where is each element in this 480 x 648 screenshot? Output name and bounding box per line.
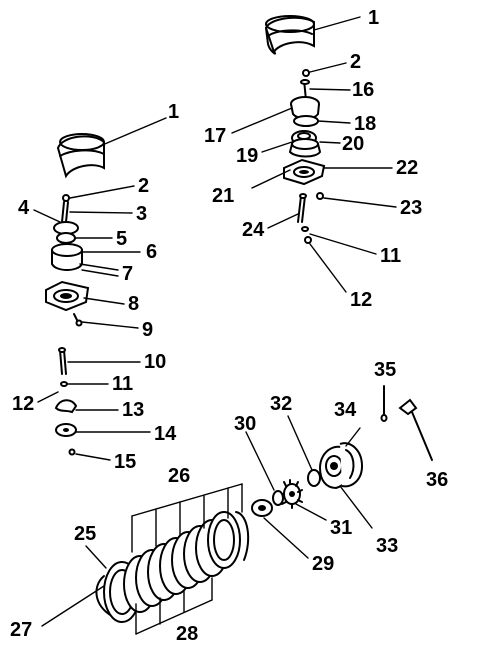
callout-22: 22 bbox=[396, 157, 418, 179]
callout-6: 6 bbox=[146, 241, 157, 263]
callout-8: 8 bbox=[128, 293, 139, 315]
ball-part-12-right bbox=[304, 236, 312, 244]
clutch-discs bbox=[123, 511, 250, 613]
lower-right-assembly bbox=[245, 385, 433, 559]
callout-10: 10 bbox=[144, 351, 166, 373]
callout-2-left: 2 bbox=[138, 175, 149, 197]
callout-20: 20 bbox=[342, 133, 364, 155]
callout-7: 7 bbox=[122, 263, 133, 285]
gear-part-31 bbox=[279, 479, 303, 509]
callout-31: 31 bbox=[330, 517, 352, 539]
callout-labels: 1 2 16 17 18 19 20 21 22 23 24 11 12 1 2… bbox=[10, 7, 448, 645]
callout-2-right: 2 bbox=[350, 51, 361, 73]
callout-23: 23 bbox=[400, 197, 422, 219]
callout-24: 24 bbox=[242, 219, 265, 241]
washer-part-14 bbox=[55, 423, 77, 437]
cap-part-6 bbox=[51, 243, 83, 271]
upper-right-assembly bbox=[231, 15, 397, 293]
washer-part-5 bbox=[53, 221, 79, 244]
callout-36: 36 bbox=[426, 469, 448, 491]
ball-part-15 bbox=[68, 448, 76, 456]
callout-29: 29 bbox=[312, 553, 334, 575]
flange-part-22 bbox=[283, 158, 326, 186]
callout-19: 19 bbox=[236, 145, 258, 167]
seal-part-32 bbox=[307, 469, 321, 487]
bracket-part-28 bbox=[135, 577, 213, 635]
callout-33: 33 bbox=[376, 535, 398, 557]
ring-part-11-right bbox=[301, 226, 309, 232]
snap-ring-part-27 bbox=[95, 575, 113, 617]
callout-15: 15 bbox=[114, 451, 136, 473]
spring-seat-part-18 bbox=[293, 115, 319, 127]
callout-27: 27 bbox=[10, 619, 32, 641]
callout-1-left: 1 bbox=[168, 101, 179, 123]
callout-13: 13 bbox=[122, 399, 144, 421]
screw-part-35 bbox=[380, 385, 388, 422]
callout-28: 28 bbox=[176, 623, 198, 645]
ball-part-2-left bbox=[62, 194, 70, 202]
callout-5: 5 bbox=[116, 228, 127, 250]
callout-32: 32 bbox=[270, 393, 292, 415]
pin-part-10 bbox=[58, 347, 67, 375]
callout-21: 21 bbox=[212, 185, 234, 207]
callout-16: 16 bbox=[352, 79, 374, 101]
pin-part-24 bbox=[297, 193, 307, 223]
callout-17: 17 bbox=[204, 125, 226, 147]
bolt-part-36 bbox=[398, 398, 433, 461]
ring-part-11-left bbox=[60, 381, 68, 387]
flange-part-8 bbox=[45, 280, 90, 312]
callout-4: 4 bbox=[18, 197, 30, 219]
gasket-part-34 bbox=[339, 442, 364, 488]
ball-part-2-right bbox=[302, 69, 310, 77]
upper-left-assembly bbox=[33, 117, 167, 329]
middle-left-small-parts bbox=[37, 347, 151, 461]
callout-26: 26 bbox=[168, 465, 190, 487]
bearing-part-29 bbox=[251, 499, 273, 517]
callout-1-right: 1 bbox=[368, 7, 379, 29]
pin-part-9 bbox=[73, 313, 83, 327]
callout-18: 18 bbox=[354, 113, 376, 135]
callout-9: 9 bbox=[142, 319, 153, 341]
stem-part-3 bbox=[61, 201, 69, 223]
ball-part-23 bbox=[316, 192, 324, 200]
callout-11-left: 11 bbox=[112, 373, 133, 395]
bracket-part-26 bbox=[131, 483, 243, 553]
callout-14: 14 bbox=[154, 423, 177, 445]
ring-part-30 bbox=[272, 490, 284, 506]
callout-3: 3 bbox=[136, 203, 147, 225]
callout-34: 34 bbox=[334, 399, 357, 421]
band-part-1-right bbox=[264, 15, 315, 55]
cap-part-17 bbox=[290, 96, 320, 120]
clip-part-13 bbox=[54, 399, 78, 414]
callout-25: 25 bbox=[74, 523, 96, 545]
band-part-1-left bbox=[56, 133, 105, 179]
piston-part-20 bbox=[288, 138, 322, 158]
callout-12-left: 12 bbox=[12, 393, 34, 415]
callout-35: 35 bbox=[374, 359, 396, 381]
callout-12-right: 12 bbox=[350, 289, 372, 311]
clutch-pack-assembly bbox=[41, 483, 250, 635]
callout-11-right: 11 bbox=[380, 245, 401, 267]
callout-30: 30 bbox=[234, 413, 256, 435]
